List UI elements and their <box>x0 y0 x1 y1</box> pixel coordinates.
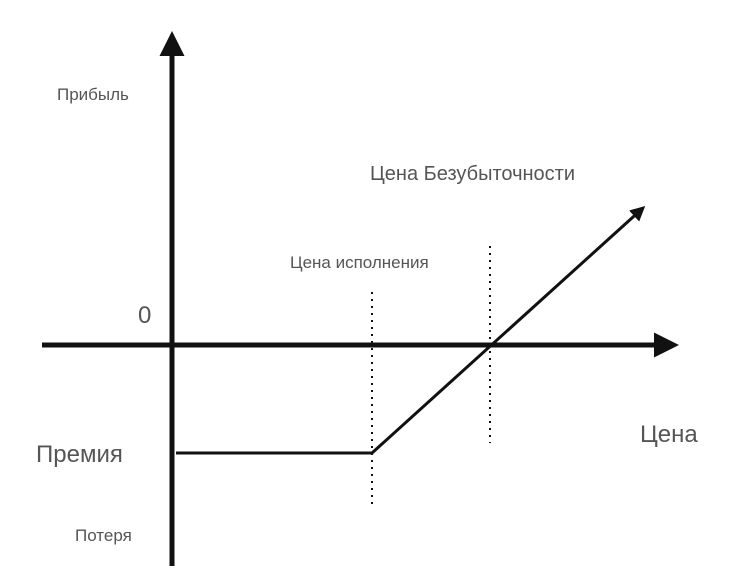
premium-label: Премия <box>36 441 123 468</box>
strike-price-label: Цена исполнения <box>290 253 429 272</box>
breakeven-price-label: Цена Безубыточности <box>370 163 575 185</box>
x-axis-price-label: Цена <box>640 421 698 448</box>
origin-zero-label: 0 <box>138 302 151 329</box>
y-axis-loss-label: Потеря <box>75 526 132 545</box>
y-axis-profit-label: Прибыль <box>57 85 129 104</box>
payoff-rising-segment <box>370 205 646 455</box>
